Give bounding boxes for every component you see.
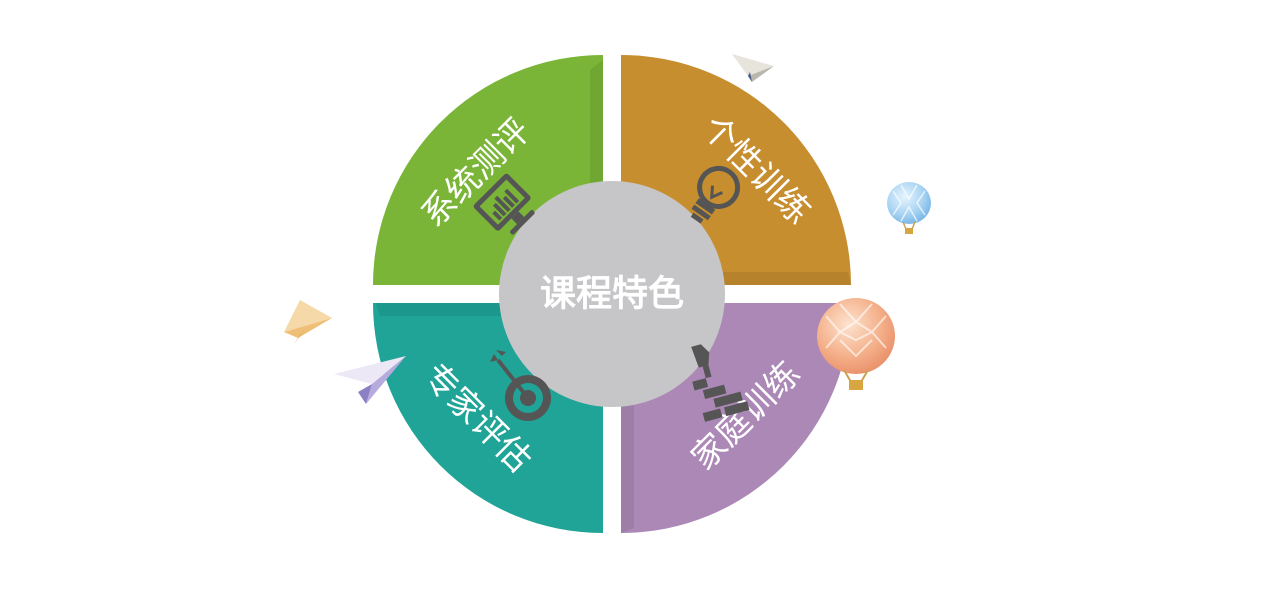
paper-plane-orange-icon bbox=[284, 300, 332, 344]
hot-air-balloon-icon bbox=[817, 298, 895, 390]
light-bulb-icon bbox=[690, 165, 741, 224]
target-dart-icon bbox=[490, 350, 551, 421]
hot-air-balloon-small-icon bbox=[887, 182, 931, 234]
center-circle bbox=[499, 181, 725, 407]
computer-monitor-icon bbox=[473, 173, 535, 235]
paper-plane-purple-icon bbox=[334, 356, 406, 404]
paper-plane-icon bbox=[732, 54, 774, 82]
center-title: 课程特色 bbox=[540, 274, 684, 315]
